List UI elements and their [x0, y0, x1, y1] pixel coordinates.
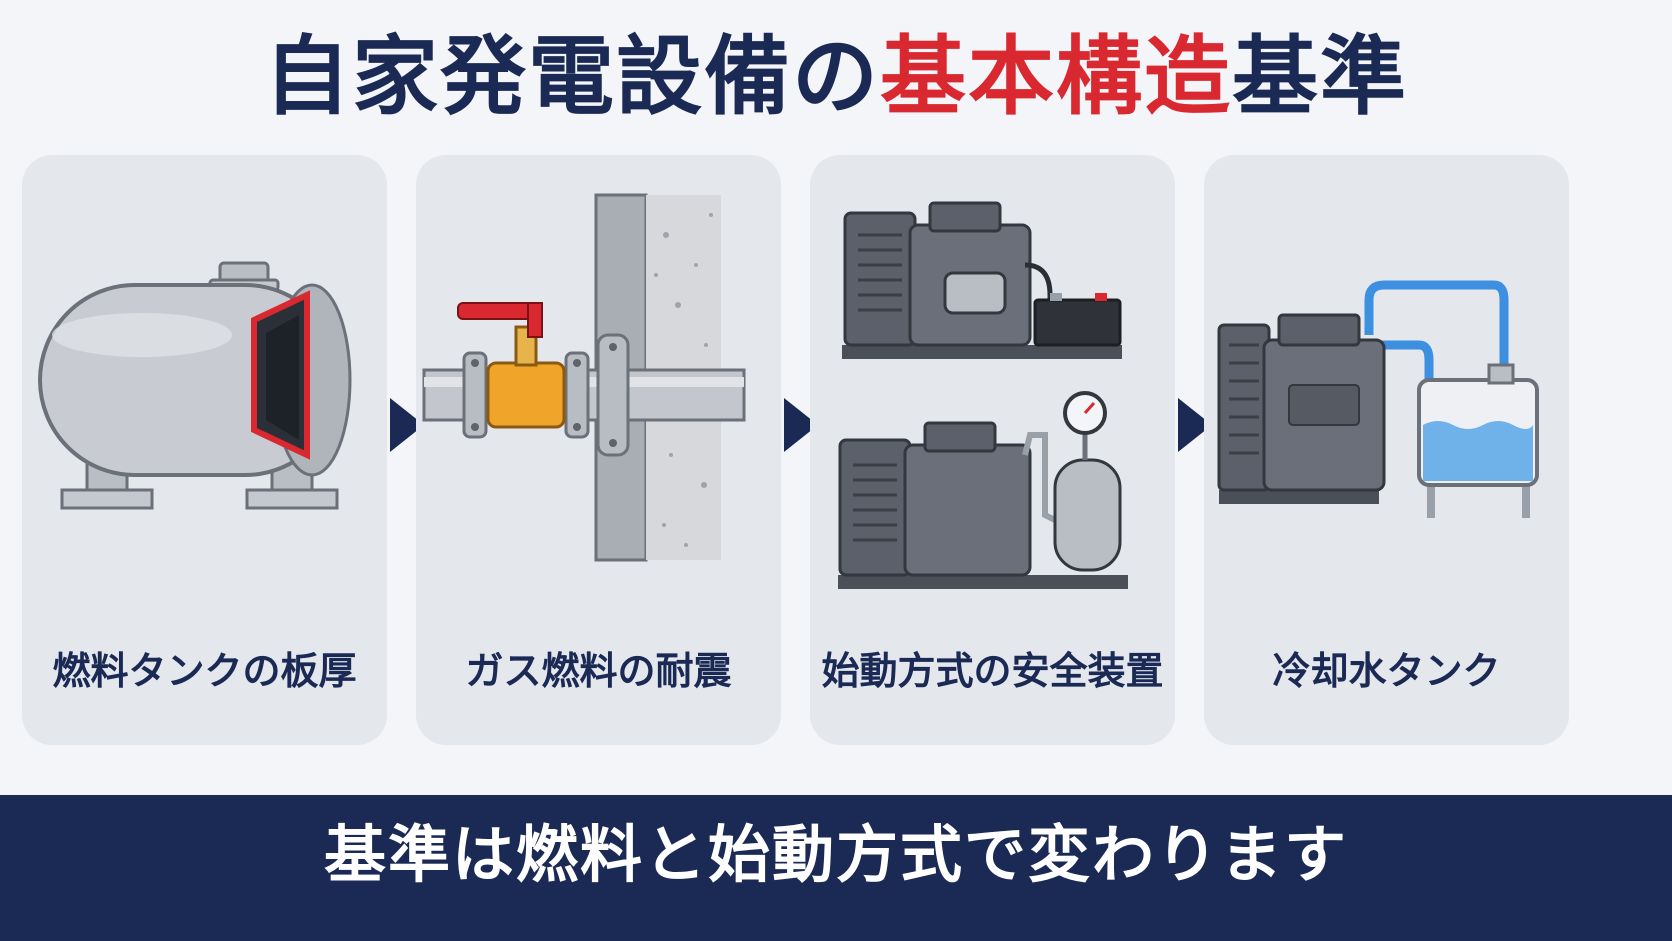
title-part-3: 基準 — [1232, 27, 1408, 127]
card-fuel-tank: 燃料タンクの板厚 — [22, 155, 387, 745]
title-accent: 基本構造 — [880, 27, 1232, 127]
card-starter-safety: 始動方式の安全装置 — [810, 155, 1175, 745]
generator-starter-icon — [838, 201, 1128, 589]
fuel-tank-icon — [38, 261, 352, 510]
arrow-right-icon — [784, 398, 818, 452]
card-label: 始動方式の安全装置 — [821, 649, 1164, 693]
card-cooling-water: 冷却水タンク — [1204, 155, 1569, 745]
summary-text: 基準は燃料と始動方式で変わります — [323, 818, 1348, 891]
card-label: 燃料タンクの板厚 — [52, 649, 357, 693]
arrow-right-icon — [390, 398, 424, 452]
cooling-water-tank-icon — [1217, 280, 1539, 518]
card-gas-seismic: ガス燃料の耐震 — [416, 155, 781, 745]
arrow-right-icon — [1178, 398, 1212, 452]
title-part-1: 自家発電設備の — [264, 27, 880, 127]
card-label: 冷却水タンク — [1272, 649, 1501, 693]
card-label: ガス燃料の耐震 — [465, 649, 732, 693]
summary-banner: 基準は燃料と始動方式で変わります — [0, 795, 1672, 941]
gas-pipe-valve-icon — [422, 193, 746, 562]
page-title: 自家発電設備の基本構造基準 — [0, 22, 1672, 132]
